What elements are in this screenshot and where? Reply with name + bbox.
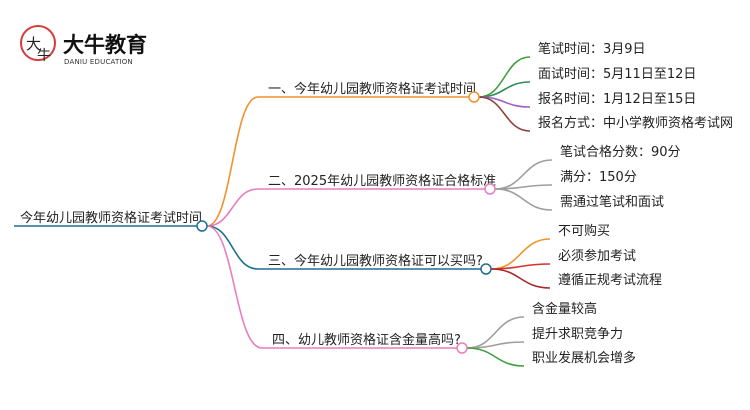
leaf-connector <box>478 56 531 98</box>
branch-label: 二、2025年幼儿园教师资格证合格标准 <box>268 173 496 189</box>
root-node-label: 今年幼儿园教师资格证考试时间 <box>20 210 202 226</box>
leaf-connector <box>466 316 525 349</box>
connectors <box>14 56 553 367</box>
branch-label: 三、今年幼儿园教师资格证可以买吗? <box>268 253 483 269</box>
leaf-connector <box>490 268 551 289</box>
leaf-label: 笔试合格分数：90分 <box>560 144 681 160</box>
nodes: 今年幼儿园教师资格证考试时间 一、今年幼儿园教师资格证考试时间 笔试时间：3月9日面… <box>20 41 733 366</box>
logo-mark-char-1: 大 <box>26 35 41 53</box>
branch-connector <box>206 96 259 227</box>
logo-name-cn: 大牛教育 <box>63 33 147 57</box>
leaf-label: 必须参加考试 <box>558 248 636 264</box>
logo-name-en: DANIU EDUCATION <box>64 58 133 66</box>
leaf-connector <box>466 341 525 349</box>
branch-connector <box>206 225 263 349</box>
leaf-label: 报名时间：1月12日至15日 <box>538 91 696 107</box>
branch-label: 一、今年幼儿园教师资格证考试时间 <box>268 81 476 97</box>
leaf-connector <box>478 96 531 132</box>
root-node-ring <box>196 220 208 232</box>
leaf-label: 报名方式：中小学教师资格考试网 <box>538 115 733 131</box>
leaf-label: 满分：150分 <box>560 170 637 185</box>
leaf-label: 笔试时间：3月9日 <box>538 41 646 57</box>
branch-node-ring <box>480 263 492 275</box>
leaf-label: 面试时间：5月11日至12日 <box>538 67 696 82</box>
branch-node-ring <box>484 183 496 195</box>
branch-connector <box>206 188 259 227</box>
branch-node-ring <box>468 91 480 103</box>
leaf-connector <box>466 347 525 367</box>
logo-mark-icon: 大 牛 <box>20 25 56 64</box>
leaf-connector <box>494 184 553 190</box>
logo: 大 牛 大牛教育 DANIU EDUCATION <box>20 25 147 66</box>
logo-mark-char-2: 牛 <box>37 48 51 64</box>
leaf-label: 需通过笔试和面试 <box>560 194 664 210</box>
leaf-connector <box>494 188 553 211</box>
leaf-label: 提升求职竞争力 <box>532 326 623 342</box>
branch-node-ring <box>456 342 468 354</box>
leaf-connector <box>490 263 551 270</box>
leaf-label: 职业发展机会增多 <box>532 350 636 366</box>
leaf-label: 遵循正规考试流程 <box>558 272 662 288</box>
branch-label: 四、幼儿教师资格证含金量高吗? <box>272 332 461 348</box>
leaf-label: 含金量较高 <box>532 301 597 317</box>
branch-connector <box>206 225 259 270</box>
leaf-label: 不可购买 <box>558 223 610 239</box>
